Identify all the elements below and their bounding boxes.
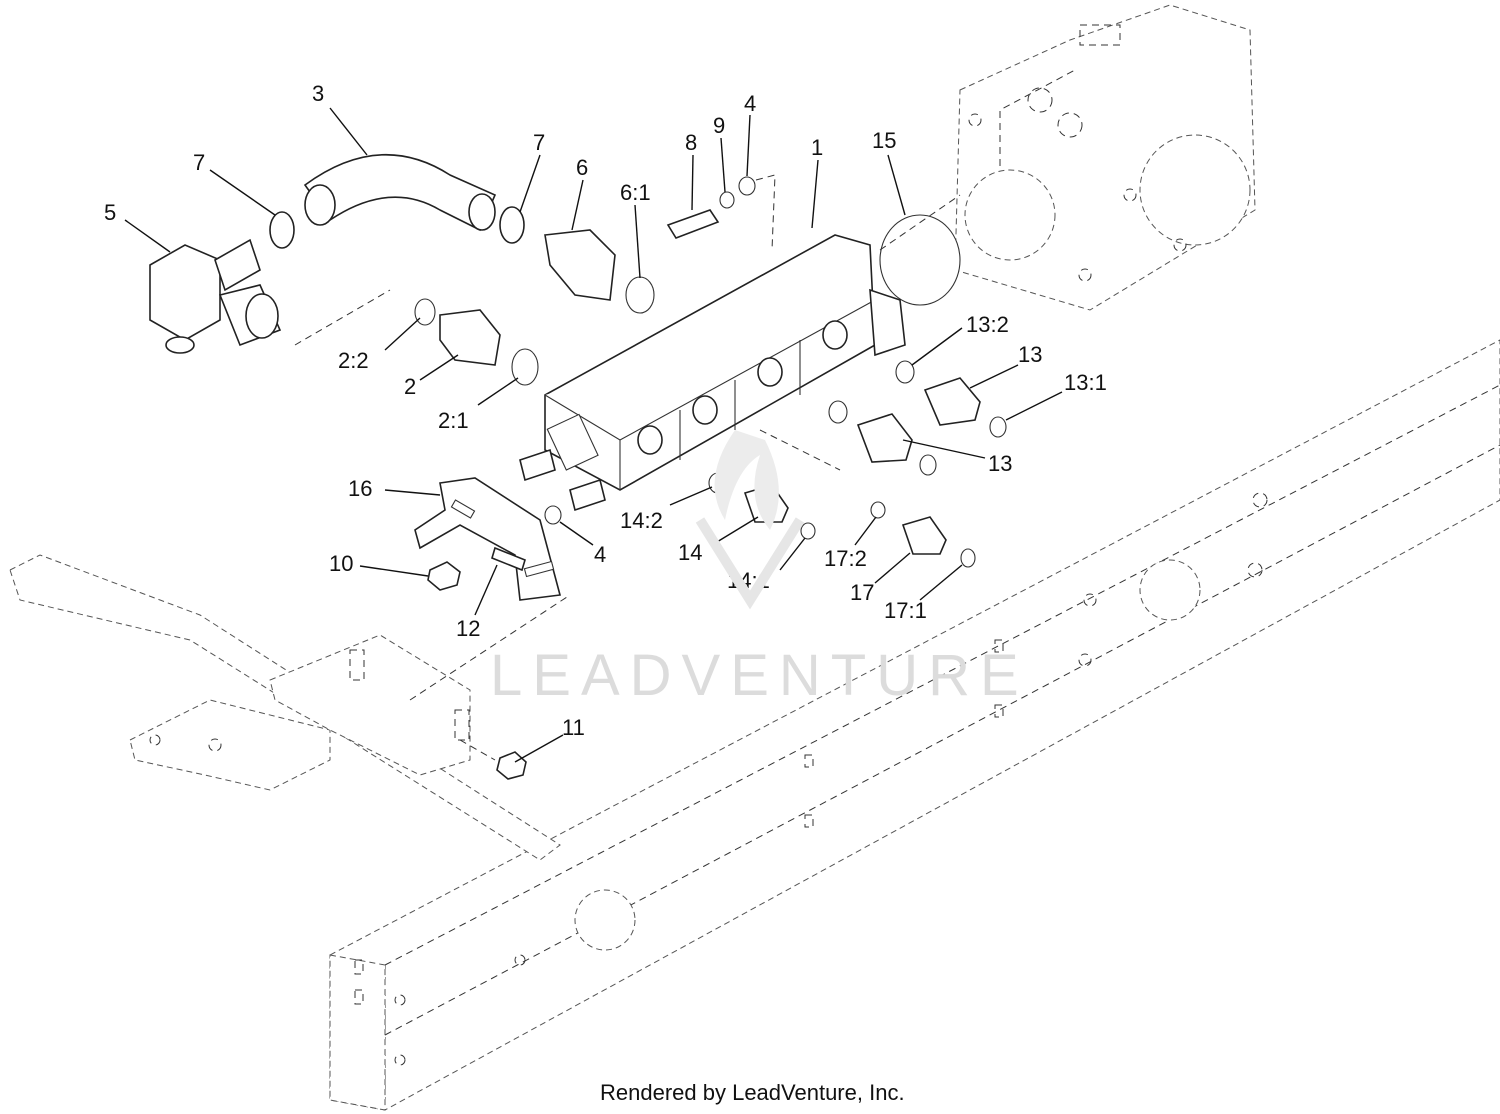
carriage-bolt — [491, 546, 526, 572]
callout-4-top: 4 — [744, 91, 756, 116]
hex-nut — [427, 561, 461, 591]
o-ring — [511, 348, 539, 386]
alignment-line — [759, 429, 841, 471]
o-ring — [800, 522, 816, 540]
outlet-fitting — [901, 516, 947, 555]
hose-clamp — [499, 206, 525, 244]
flat-washer — [544, 505, 562, 525]
o-ring — [414, 298, 436, 326]
o-ring — [870, 501, 886, 519]
hex-nut — [496, 751, 527, 780]
callout-14: 14 — [678, 540, 702, 565]
o-ring — [828, 400, 848, 424]
callout-6: 6 — [576, 155, 588, 180]
suction-hose — [303, 153, 497, 232]
callout-17-1: 17:1 — [884, 598, 927, 623]
outlet-fitting — [856, 413, 913, 463]
callout-2-2: 2:2 — [338, 348, 369, 373]
callout-6-1: 6:1 — [620, 180, 651, 205]
tandem-gear-pump — [519, 234, 906, 512]
straight-fitting — [544, 229, 616, 301]
o-ring — [919, 454, 937, 476]
alignment-line — [294, 289, 391, 346]
callout-15: 15 — [872, 128, 896, 153]
outlet-fitting — [923, 377, 981, 426]
callout-17-2: 17:2 — [824, 546, 867, 571]
alignment-line — [755, 174, 776, 251]
callout-3: 3 — [312, 81, 324, 106]
o-ring — [895, 360, 915, 384]
adapter-fitting — [439, 309, 501, 366]
callout-13-2: 13:2 — [966, 312, 1009, 337]
hydrostatic-pump — [954, 4, 1256, 311]
callout-11: 11 — [562, 715, 585, 740]
lock-washer — [719, 191, 735, 209]
callout-14-2: 14:2 — [620, 508, 663, 533]
callout-5: 5 — [104, 200, 116, 225]
callout-17: 17 — [850, 580, 874, 605]
callout-1: 1 — [811, 135, 823, 160]
o-ring — [989, 416, 1007, 438]
callout-7-right: 7 — [533, 130, 545, 155]
watermark-text: LEADVENTURE — [490, 643, 1029, 708]
cap-screw — [666, 209, 720, 239]
elbow-fitting — [149, 238, 282, 354]
watermark: LEADVENTURE — [490, 430, 1029, 708]
frame-rail — [329, 339, 1500, 1111]
alignment-line — [409, 594, 571, 701]
callout-13-bottom: 13 — [988, 451, 1012, 476]
alignment-line — [459, 739, 496, 761]
callout-13-top: 13 — [1018, 342, 1042, 367]
callout-13-1: 13:1 — [1064, 370, 1107, 395]
alignment-line — [879, 194, 961, 251]
leader-lines — [124, 107, 1063, 763]
hose-end — [304, 184, 336, 226]
o-ring — [960, 548, 976, 568]
gasket-o-ring — [879, 214, 961, 306]
callout-16: 16 — [348, 476, 372, 501]
flat-washer — [738, 176, 756, 196]
callout-2-1: 2:1 — [438, 408, 469, 433]
hose-end — [468, 193, 496, 231]
callout-2: 2 — [404, 374, 416, 399]
frame-crossmember — [9, 554, 561, 861]
footer-credit: Rendered by LeadVenture, Inc. — [600, 1080, 905, 1105]
o-ring — [625, 276, 655, 314]
callout-10: 10 — [329, 551, 353, 576]
callout-4-bottom: 4 — [594, 542, 606, 567]
callout-8: 8 — [685, 130, 697, 155]
callout-9: 9 — [713, 113, 725, 138]
callout-12: 12 — [456, 616, 480, 641]
mounting-bracket — [414, 477, 562, 601]
callout-7-left: 7 — [193, 150, 205, 175]
hose-clamp — [269, 211, 295, 249]
